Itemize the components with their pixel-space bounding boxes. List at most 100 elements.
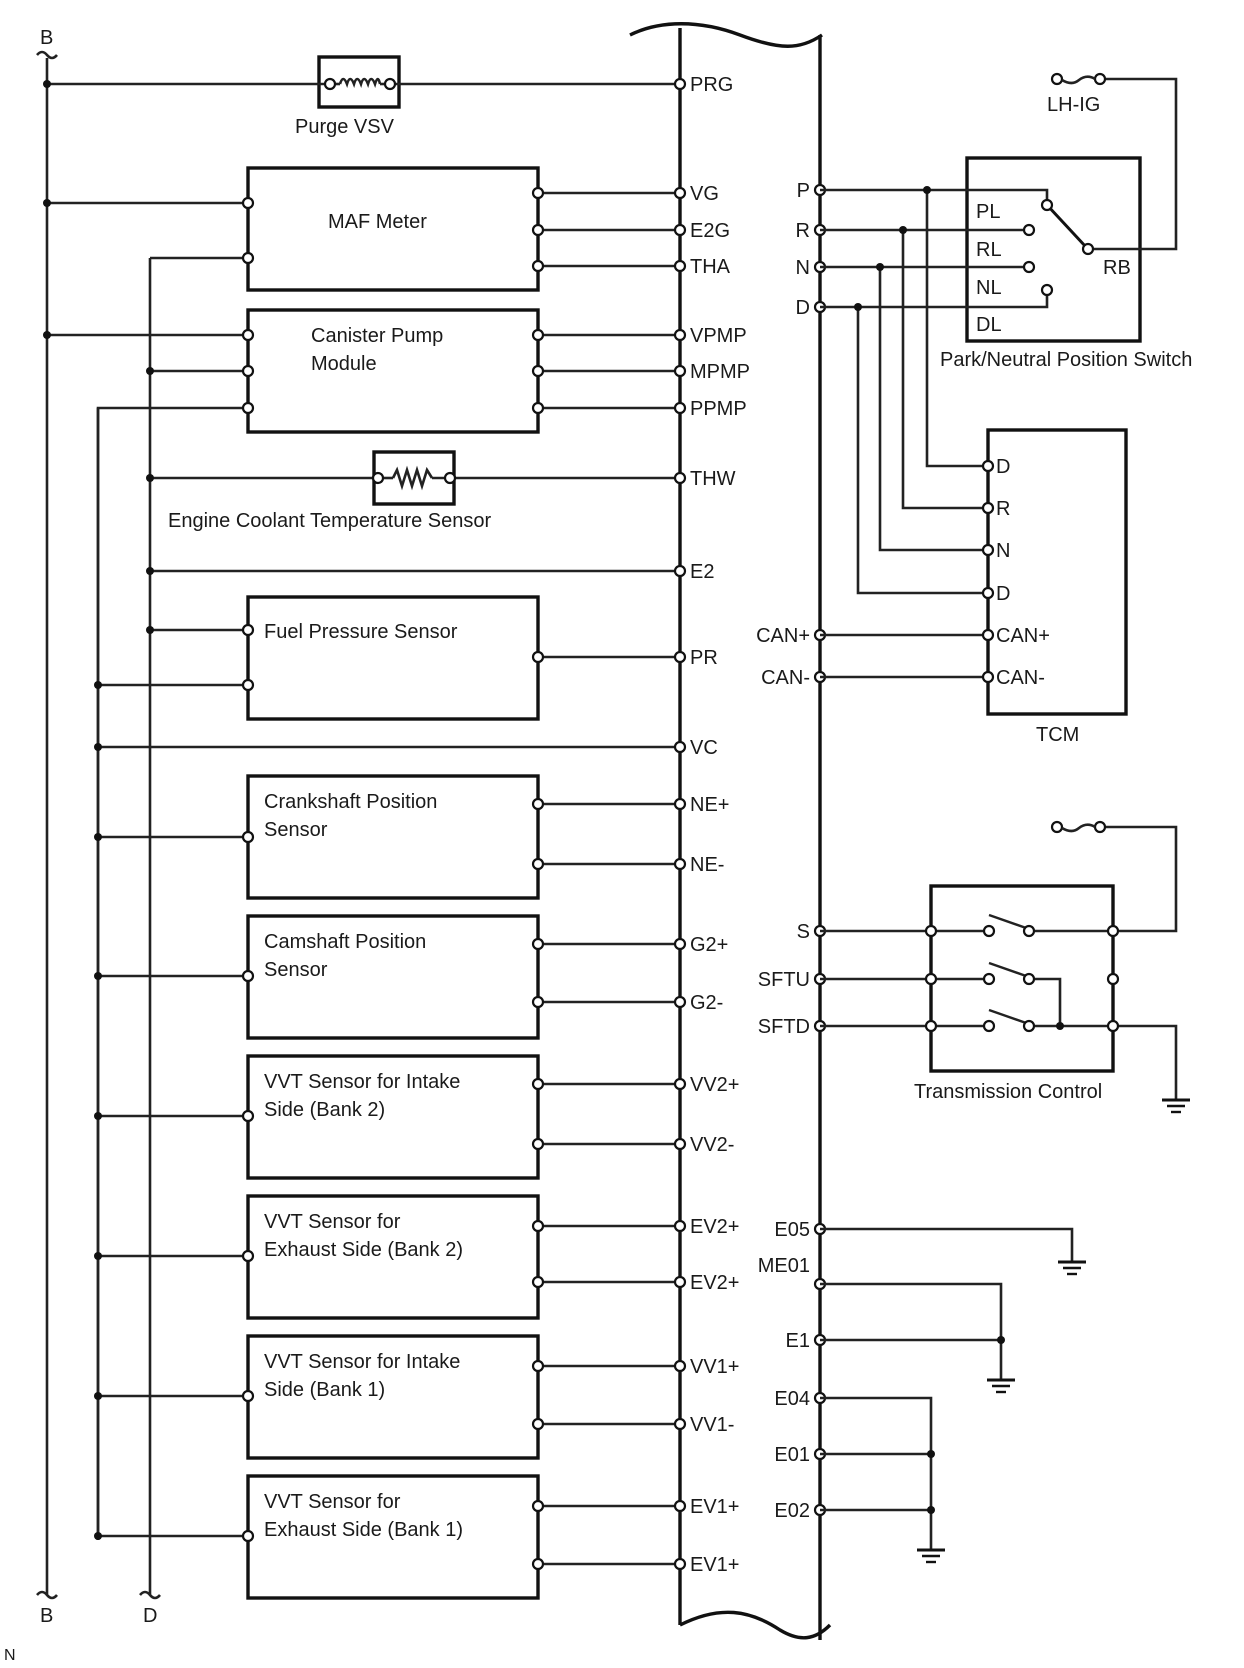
wire-tcm-d2 — [856, 307, 988, 595]
ground-symbols — [917, 1098, 1190, 1564]
sensor-input-terminal — [241, 1389, 255, 1403]
tc-terminal — [924, 924, 938, 938]
maf-meter-label: MAF Meter — [328, 211, 427, 233]
ecm-pin-terminal — [673, 937, 687, 951]
component-terminal — [531, 364, 545, 378]
ecm-pin-label-e01: E01 — [774, 1444, 810, 1466]
ecm-pin-terminal — [673, 1275, 687, 1289]
component-terminal — [531, 650, 545, 664]
resistor-icon — [391, 465, 434, 491]
ecm-pin-terminal — [673, 650, 687, 664]
solenoid-coil-icon — [338, 77, 382, 88]
junction-dot — [146, 474, 154, 482]
junction-dot — [997, 1336, 1005, 1344]
ecm-pin-label-canplus: CAN+ — [756, 625, 810, 647]
tcm-pin-terminal — [981, 543, 995, 557]
transmission-control-terminals — [924, 924, 1120, 1033]
corner-mark: N — [4, 1647, 16, 1664]
pnp-switch-arm — [1045, 203, 1088, 249]
sensor-input-terminal — [241, 830, 255, 844]
purge-vsv-label: Purge VSV — [295, 116, 395, 138]
fuse-lhig-label: LH-IG — [1047, 94, 1100, 116]
ecm-pin-label-vv1minus: VV1- — [690, 1414, 734, 1436]
sensor-input-terminal — [241, 1529, 255, 1543]
ecm-pin-label-e02: E02 — [774, 1500, 810, 1522]
sensor-label-line: VVT Sensor for — [264, 1491, 401, 1513]
ecm-pin-terminal — [673, 1359, 687, 1373]
junction-dot — [94, 1252, 102, 1260]
junction-dot — [43, 80, 51, 88]
fuse-terminal-right — [1093, 820, 1107, 834]
ecm-pin-label-ev2plus: EV2+ — [690, 1272, 739, 1294]
sensor-label-line: Exhaust Side (Bank 2) — [264, 1239, 463, 1261]
sensor-label-line: Side (Bank 1) — [264, 1379, 385, 1401]
tcm-pin-terminal — [981, 459, 995, 473]
fuel-pressure-label: Fuel Pressure Sensor — [264, 621, 458, 643]
ecm-pin-label-canminus: CAN- — [761, 667, 810, 689]
ecm-pin-terminal — [673, 740, 687, 754]
sensor-output-terminal — [531, 1417, 545, 1431]
ecm-pin-label-neplus: NE+ — [690, 794, 729, 816]
ecm-pin-terminal — [673, 1077, 687, 1091]
ecm-pin-label-vpmp: VPMP — [690, 325, 747, 347]
pnp-contact-dl: DL — [976, 314, 1002, 336]
ecm-left-pins: PRGVGE2GTHAVPMPMPMPPPMPTHWE2PRVCNE+NE-G2… — [673, 74, 750, 1576]
ecm-pin-label-e04: E04 — [774, 1388, 810, 1410]
sensor-label-line: Exhaust Side (Bank 1) — [264, 1519, 463, 1541]
junction-dot — [876, 263, 884, 271]
break-mark-b-bottom — [36, 1590, 58, 1600]
ecm-pin-terminal — [673, 1499, 687, 1513]
sensor-output-terminal — [531, 1275, 545, 1289]
ecm-pin-terminal — [673, 1417, 687, 1431]
wire-tcm-d1 — [925, 190, 988, 468]
ecm-pin-label-ev2plus: EV2+ — [690, 1216, 739, 1238]
junction-dot — [927, 1506, 935, 1514]
fuel-pressure-sensor: Fuel Pressure Sensor — [98, 595, 680, 721]
ecm-pin-label-g2minus: G2- — [690, 992, 723, 1014]
junction-dot — [927, 1450, 935, 1458]
sensor-label-line: VVT Sensor for — [264, 1211, 401, 1233]
wire-d — [820, 292, 1049, 309]
wire-p — [820, 188, 1049, 202]
tcm-pin-label: CAN+ — [996, 625, 1050, 647]
junction-dot — [94, 1112, 102, 1120]
tcm-label: TCM — [1036, 724, 1079, 746]
component-terminal — [531, 259, 545, 273]
ecm-pin-label-e2g: E2G — [690, 220, 730, 242]
sensor-output-terminal — [531, 1137, 545, 1151]
component-terminal — [383, 77, 397, 91]
component-terminal — [323, 77, 337, 91]
junction-dot — [854, 303, 862, 311]
sensor-label-line: VVT Sensor for Intake — [264, 1351, 460, 1373]
terminal-rb — [1081, 242, 1095, 256]
sensor-output-terminal — [531, 1219, 545, 1233]
ecm-pin-label-ppmp: PPMP — [690, 398, 747, 420]
junction-dot — [1056, 1022, 1064, 1030]
sensor-output-terminal — [531, 1499, 545, 1513]
sensor-input-terminal — [241, 1109, 255, 1123]
bus-lines: B B D N — [4, 27, 161, 1664]
break-mark-b-top — [36, 50, 58, 60]
sensor-input-terminal — [241, 969, 255, 983]
component-terminal — [531, 186, 545, 200]
transmission-control: Transmission Control — [820, 820, 1178, 1103]
ecm-pin-label-g2plus: G2+ — [690, 934, 728, 956]
pnp-contact-pl: PL — [976, 201, 1000, 223]
sensor-output-terminal — [531, 995, 545, 1009]
ecm-pin-label-mpmp: MPMP — [690, 361, 750, 383]
junction-dot — [43, 199, 51, 207]
ecm-pin-label-vg: VG — [690, 183, 719, 205]
fuse-terminal-left — [1050, 72, 1064, 86]
junction-dot — [923, 186, 931, 194]
ecm-pin-label-s: S — [797, 921, 810, 943]
sensor-label-line: VVT Sensor for Intake — [264, 1071, 460, 1093]
terminal-dl — [1040, 283, 1054, 297]
break-mark-d-bottom — [139, 1590, 161, 1600]
pnp-contact-rl: RL — [976, 239, 1002, 261]
junction-dot — [899, 226, 907, 234]
junction-dot — [94, 681, 102, 689]
